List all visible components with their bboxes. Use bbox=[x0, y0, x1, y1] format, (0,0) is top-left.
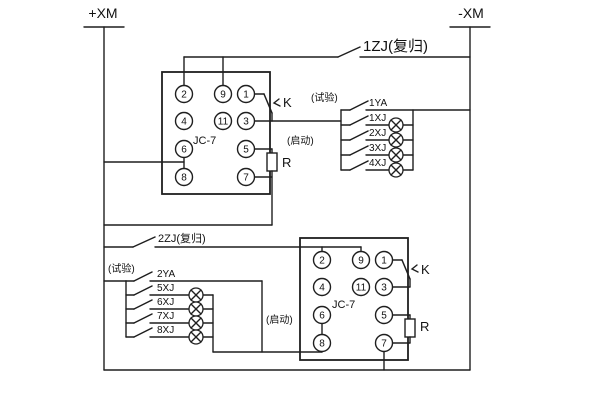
svg-text:6: 6 bbox=[181, 145, 187, 156]
relay1-k-contact bbox=[253, 93, 281, 122]
branch1-wiring bbox=[271, 100, 471, 171]
terminal-negative-label: -XM bbox=[458, 5, 484, 21]
lamp-7xj-icon bbox=[188, 315, 204, 331]
branch2-test-label: (试验) bbox=[108, 262, 135, 275]
contact-arrow-icon bbox=[272, 98, 281, 107]
lamp-6xj-icon bbox=[188, 301, 204, 317]
relay1-pin-4: 4 bbox=[174, 111, 194, 131]
relay1-contact-label: K bbox=[283, 95, 292, 110]
branch2-coil-label: 2YA bbox=[157, 269, 175, 280]
switch-2zj-wire bbox=[103, 236, 362, 253]
relay2-pin-1: 1 bbox=[374, 250, 394, 270]
relay1-pin-9: 9 bbox=[213, 84, 233, 104]
svg-text:3: 3 bbox=[243, 117, 249, 128]
branch2-wiring bbox=[103, 271, 323, 353]
resistor-icon bbox=[266, 152, 278, 172]
relay1-pin-6: 6 bbox=[174, 139, 194, 159]
positive-bus bbox=[83, 26, 125, 371]
svg-text:7: 7 bbox=[381, 339, 387, 350]
relay2-pin-5: 5 bbox=[374, 305, 394, 325]
svg-text:7: 7 bbox=[243, 173, 249, 184]
lamp-1xj-label: 1XJ bbox=[369, 113, 386, 124]
lamp-6xj-label: 6XJ bbox=[157, 297, 174, 308]
branch1-test-label: (试验) bbox=[311, 91, 338, 104]
relay1-feed-wire bbox=[103, 156, 185, 170]
relay2-pin-4: 4 bbox=[312, 277, 332, 297]
relay2-box bbox=[299, 237, 409, 361]
relay1-box bbox=[161, 71, 271, 195]
switch-2zj-label: 2ZJ(复归) bbox=[158, 231, 206, 245]
lamp-3xj-label: 3XJ bbox=[369, 143, 386, 154]
lamp-2xj-icon bbox=[388, 132, 404, 148]
svg-text:4: 4 bbox=[181, 117, 187, 128]
relay1-pin-7: 7 bbox=[236, 167, 256, 187]
relay2-pin-8: 8 bbox=[312, 333, 332, 353]
svg-text:4: 4 bbox=[319, 283, 325, 294]
lamp-3xj-icon bbox=[388, 147, 404, 163]
svg-text:2: 2 bbox=[319, 256, 325, 267]
svg-text:1: 1 bbox=[381, 256, 387, 267]
switch-1zj-label: 1ZJ(复归) bbox=[363, 37, 428, 55]
svg-text:11: 11 bbox=[356, 283, 367, 294]
svg-text:5: 5 bbox=[381, 311, 387, 322]
switch-1zj-blade bbox=[337, 46, 361, 58]
branch2-start-label: (启动) bbox=[266, 313, 293, 326]
relay2-pin-6: 6 bbox=[312, 305, 332, 325]
relay1-pin-1: 1 bbox=[236, 84, 256, 104]
lamp-8xj-icon bbox=[188, 329, 204, 345]
svg-text:8: 8 bbox=[319, 339, 325, 350]
lamp-2xj-label: 2XJ bbox=[369, 128, 386, 139]
relay1-pin-3: 3 bbox=[236, 111, 256, 131]
relay2-k-contact bbox=[391, 259, 419, 288]
relay2-pin-3: 3 bbox=[374, 277, 394, 297]
relay2-pin-7: 7 bbox=[374, 333, 394, 353]
svg-text:9: 9 bbox=[220, 90, 226, 101]
contact-arrow-icon bbox=[410, 264, 419, 273]
relay2-pin-2: 2 bbox=[312, 250, 332, 270]
lamp-7xj-label: 7XJ bbox=[157, 311, 174, 322]
lamp-8xj-label: 8XJ bbox=[157, 325, 174, 336]
branch1-coil-label: 1YA bbox=[369, 98, 387, 109]
terminal-positive-label: +XM bbox=[88, 5, 117, 21]
relay2-pin-9: 9 bbox=[351, 250, 371, 270]
branch1-start-label: (启动) bbox=[287, 134, 314, 147]
svg-text:9: 9 bbox=[358, 256, 364, 267]
relay1-resistor bbox=[253, 148, 278, 226]
relay2-pin-11: 11 bbox=[351, 277, 371, 297]
relay2-resistor bbox=[383, 314, 416, 371]
relay2-contact-label: K bbox=[421, 262, 430, 277]
svg-text:8: 8 bbox=[181, 173, 187, 184]
svg-text:5: 5 bbox=[243, 145, 249, 156]
lamp-5xj-icon bbox=[188, 287, 204, 303]
svg-text:2: 2 bbox=[181, 90, 187, 101]
lamp-1xj-icon bbox=[388, 117, 404, 133]
svg-text:3: 3 bbox=[381, 283, 387, 294]
relay1-pin-2: 2 bbox=[174, 84, 194, 104]
relay1-pin-5: 5 bbox=[236, 139, 256, 159]
lamp-4xj-icon bbox=[388, 162, 404, 178]
relay2-model-label: JC-7 bbox=[332, 299, 355, 311]
relay2-resistor-label: R bbox=[420, 319, 429, 334]
relay1-pin-11: 11 bbox=[213, 111, 233, 131]
negative-bus bbox=[449, 26, 491, 371]
svg-text:1: 1 bbox=[243, 90, 249, 101]
lamp-5xj-label: 5XJ bbox=[157, 283, 174, 294]
relay1-resistor-label: R bbox=[282, 155, 291, 170]
svg-text:11: 11 bbox=[218, 117, 229, 128]
svg-text:6: 6 bbox=[319, 311, 325, 322]
relay1-pin-8: 8 bbox=[174, 167, 194, 187]
lamp-4xj-label: 4XJ bbox=[369, 158, 386, 169]
resistor-icon bbox=[404, 318, 416, 338]
relay1-model-label: JC-7 bbox=[193, 135, 216, 147]
